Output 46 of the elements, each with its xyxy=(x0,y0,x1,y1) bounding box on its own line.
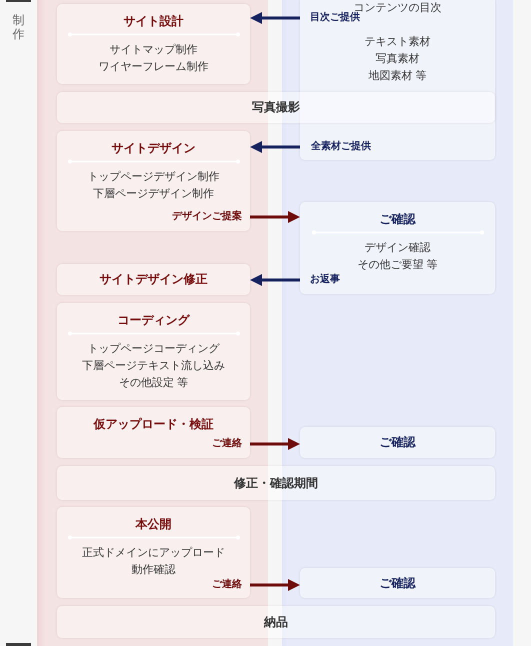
item-text: 下層ページデザイン制作 xyxy=(93,186,214,202)
phase-bar: 納品 xyxy=(57,606,495,638)
client-box xyxy=(300,0,495,160)
edge-label: デザインご提案 xyxy=(172,210,242,224)
edge-label: ご連絡 xyxy=(212,578,242,592)
step-title: コーディング xyxy=(118,312,190,328)
edge-label: ご連絡 xyxy=(212,437,242,451)
item-text: その他ご要望 等 xyxy=(357,257,438,273)
arrow xyxy=(250,438,300,450)
arrow xyxy=(250,211,300,223)
section-label: 制作 xyxy=(12,13,25,41)
edge-label: 目次ご提供 xyxy=(310,12,360,25)
arrow xyxy=(250,579,300,591)
phase-bar: 写真撮影 xyxy=(57,92,495,123)
step-title: サイトデザイン xyxy=(112,140,196,156)
step-box: サイトデザイン修正 xyxy=(57,264,250,295)
step-title: 本公開 xyxy=(136,516,172,532)
edge-label: 全素材ご提供 xyxy=(311,140,371,154)
client-box: ご確認 xyxy=(300,427,495,458)
step-box xyxy=(57,407,250,458)
arrow xyxy=(250,12,300,24)
item-text: 動作確認 xyxy=(132,562,176,578)
item-text: テキスト素材 xyxy=(364,34,430,50)
item-text: 写真素材 xyxy=(376,51,420,67)
item-text: サイトマップ制作 xyxy=(110,42,198,58)
client-box: ご確認 xyxy=(300,568,495,598)
step-box xyxy=(57,303,250,400)
item-text: トップページコーディング xyxy=(88,341,220,357)
item-text: 地図素材 等 xyxy=(368,68,427,84)
step-box xyxy=(57,507,250,598)
step-title: 仮アップロード・検証 xyxy=(94,416,214,432)
step-box xyxy=(57,131,250,231)
item-text: トップページデザイン制作 xyxy=(88,169,220,185)
step-box xyxy=(57,4,250,84)
phase-bar: 修正・確認期間 xyxy=(57,466,495,500)
edge-label: お返事 xyxy=(310,273,340,287)
item-text: その他設定 等 xyxy=(118,375,188,391)
step-title: ご確認 xyxy=(380,211,416,227)
item-text: デザイン確認 xyxy=(364,240,430,256)
item-text: 下層ページテキスト流し込み xyxy=(82,358,225,374)
arrow xyxy=(250,141,300,153)
item-text: ワイヤーフレーム制作 xyxy=(98,59,208,75)
item-text: 正式ドメインにアップロード xyxy=(82,545,225,561)
client-box xyxy=(300,202,495,294)
arrow xyxy=(250,274,300,286)
step-title: サイト設計 xyxy=(124,13,184,29)
